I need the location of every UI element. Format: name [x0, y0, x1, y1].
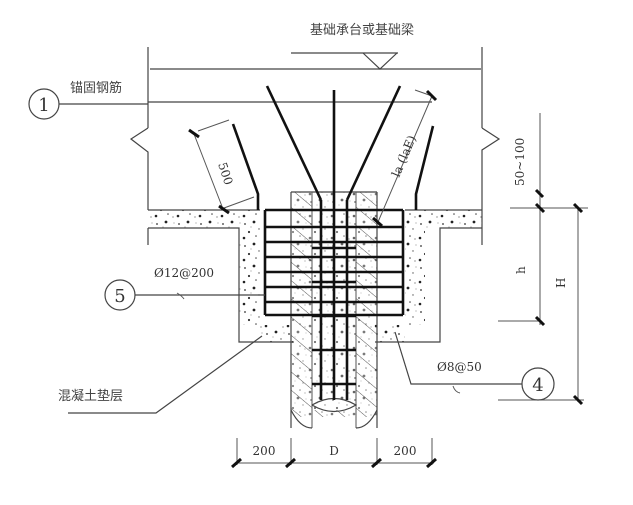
svg-text:200: 200	[253, 444, 276, 458]
svg-text:500: 500	[215, 161, 235, 187]
svg-text:la (laE): la (laE)	[389, 133, 419, 179]
stirrup-4-spec: Ø8@50	[437, 360, 482, 374]
dimension-right: 50~100 h H	[498, 113, 588, 406]
svg-text:200: 200	[394, 444, 417, 458]
stirrup-5-spec: Ø12@200	[154, 266, 214, 280]
dimension-500: 500	[188, 119, 255, 215]
svg-text:50~100: 50~100	[513, 138, 527, 186]
svg-text:1: 1	[38, 95, 49, 116]
callout-4: 4	[394, 331, 555, 401]
callout-1: 1	[28, 88, 148, 120]
anchor-bars	[231, 85, 435, 210]
cushion-leader	[68, 335, 263, 414]
anchor-rebar-label: 锚固钢筋	[70, 80, 122, 96]
svg-text:D: D	[329, 444, 339, 458]
dimension-bottom: 200 D 200	[231, 438, 437, 469]
dimension-la: la (laE)	[372, 89, 438, 228]
pile-cap-outline	[129, 47, 501, 245]
vertical-bars	[319, 90, 349, 400]
svg-text:H: H	[554, 278, 568, 288]
elevation-marker	[291, 52, 398, 70]
concrete-cushion-label: 混凝土垫层	[58, 388, 123, 404]
callout-5: 5	[104, 279, 265, 311]
concrete-cushion	[147, 209, 482, 343]
title-label: 基础承台或基础梁	[310, 23, 414, 38]
svg-text:4: 4	[532, 375, 543, 396]
svg-text:h: h	[514, 266, 528, 274]
svg-text:5: 5	[114, 286, 125, 307]
